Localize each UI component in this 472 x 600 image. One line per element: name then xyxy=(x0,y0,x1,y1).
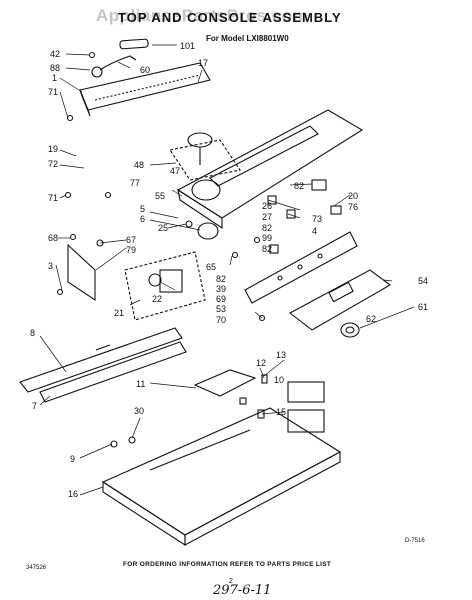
callout-label: 72 xyxy=(48,159,58,169)
callout-label: 21 xyxy=(114,308,124,318)
callout-label: 62 xyxy=(366,314,376,324)
model-subtitle: For Model LXI8801W0 xyxy=(206,34,289,43)
lint-door-part xyxy=(287,381,325,433)
callout-label: 77 xyxy=(130,178,140,188)
page-number: 2 xyxy=(229,578,233,585)
callout-label: 71 xyxy=(48,87,58,97)
drawing-code: D-7516 xyxy=(405,538,425,544)
rear-panel-part xyxy=(79,62,211,117)
callout-label: 12 xyxy=(256,358,266,368)
callout-label: 60 xyxy=(140,65,150,75)
callout-label: 47 xyxy=(170,166,180,176)
ordering-info: FOR ORDERING INFORMATION REFER TO PARTS … xyxy=(123,561,332,568)
callout-label: 25 xyxy=(158,223,168,233)
callout-label: 7 xyxy=(32,401,37,411)
callout-label: 82 xyxy=(262,223,272,233)
callout-label: 22 xyxy=(152,294,162,304)
callout-label: 55 xyxy=(155,191,165,201)
callout-label: 73 xyxy=(312,214,322,224)
switch-assembly-part xyxy=(124,251,206,321)
callout-label: 3 xyxy=(48,261,53,271)
callout-label: 99 xyxy=(262,233,272,243)
callout-label: 15 xyxy=(276,407,286,417)
callout-labels: 42 88 101 60 17 1 71 19 72 48 47 77 55 8… xyxy=(30,41,428,499)
leader-lines xyxy=(39,44,415,496)
callout-label: 5 xyxy=(140,204,145,214)
control-knob-part xyxy=(340,322,360,338)
callout-label: 11 xyxy=(136,379,145,389)
callout-label: 70 xyxy=(216,315,226,325)
control-panel-part xyxy=(288,269,391,331)
callout-label: 67 xyxy=(126,235,136,245)
callout-label: 6 xyxy=(140,214,145,224)
callout-label: 79 xyxy=(126,245,136,255)
callout-label: 16 xyxy=(68,489,78,499)
callout-label: 69 xyxy=(216,294,226,304)
callout-label: 76 xyxy=(348,202,358,212)
fastener-parts xyxy=(56,114,342,448)
timer-knob-part xyxy=(169,132,241,181)
callout-label: 30 xyxy=(134,406,144,416)
callout-label: 88 xyxy=(50,63,60,73)
mounting-bracket-part xyxy=(244,231,358,304)
callout-label: 61 xyxy=(418,302,428,312)
callout-label: 82 xyxy=(216,274,226,284)
callout-label: 27 xyxy=(262,212,272,222)
callout-label: 48 xyxy=(134,160,144,170)
callout-label: 39 xyxy=(216,284,226,294)
callout-label: 20 xyxy=(348,191,358,201)
callout-label: 4 xyxy=(312,226,317,236)
watermark-text: AppliancePartsPros.com xyxy=(96,6,309,25)
top-panel-part xyxy=(101,407,342,547)
page-title: TOP AND CONSOLE ASSEMBLY xyxy=(118,10,342,25)
callout-label: 82 xyxy=(262,244,272,254)
ignitor-cord-part xyxy=(88,38,149,78)
callout-label: 71 xyxy=(48,193,58,203)
callout-label: 1 xyxy=(52,73,57,83)
callout-label: 8 xyxy=(30,328,35,338)
side-bracket-part xyxy=(67,243,96,302)
callout-label: 13 xyxy=(276,350,286,360)
callout-label: 101 xyxy=(180,41,195,51)
callout-label: 65 xyxy=(206,262,216,272)
callout-label: 17 xyxy=(198,58,208,68)
callout-label: 54 xyxy=(418,276,428,286)
callout-label: 68 xyxy=(48,233,58,243)
callout-label: 42 xyxy=(50,49,60,59)
callout-label: 9 xyxy=(70,454,75,464)
handwritten-note: 297-6-11 xyxy=(213,583,272,598)
document-number: 347526 xyxy=(26,565,47,571)
callout-label: 19 xyxy=(48,144,58,154)
callout-label: 53 xyxy=(216,304,226,314)
front-rail-part xyxy=(19,327,187,403)
lint-screen-part xyxy=(193,369,257,397)
callout-label: 26 xyxy=(262,201,272,211)
callout-label: 82 xyxy=(294,181,304,191)
console-housing-part xyxy=(176,109,364,230)
callout-label: 10 xyxy=(274,375,284,385)
